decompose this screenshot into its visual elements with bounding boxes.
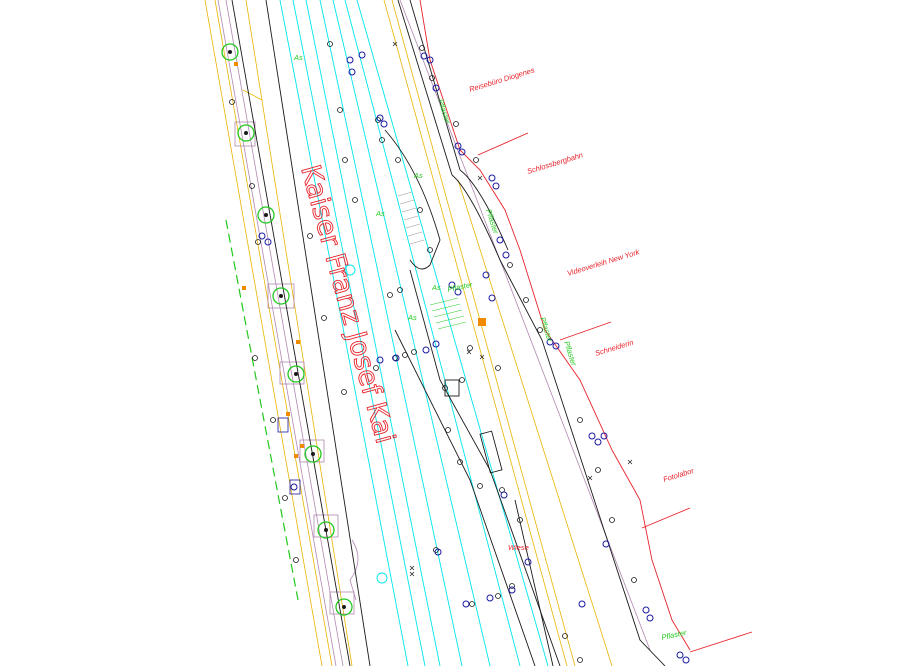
surface-label-pflaster: Pflaster (538, 316, 555, 343)
surface-label-as: As (431, 283, 441, 292)
cyan-curb-lines (279, 0, 549, 666)
surface-label-as: As (407, 313, 417, 322)
survey-point-icon (229, 41, 637, 663)
building-edge (419, 0, 753, 653)
manhole-icon (258, 51, 690, 664)
shop-label-reisebuero: Reisebüro Diogenes (468, 65, 536, 94)
tree-symbol-icon (221, 43, 353, 616)
mauve-lines (217, 0, 651, 666)
black-road-lines (231, 0, 666, 666)
yellow-edge-lines (204, 0, 613, 666)
shop-label-fotolabor: Fotolabor (662, 466, 695, 484)
surface-label-pflaster: Pflaster (562, 340, 579, 367)
surface-label-wiese: Wiese (508, 543, 529, 552)
surface-label-pflaster: Pflaster (436, 98, 453, 125)
blue-frames (277, 417, 301, 495)
shop-label-schlossbergbahn: Schlossbergbahn (526, 150, 584, 176)
shop-label-videoverleih: Videoverleih New York (566, 247, 642, 278)
surface-label-as: As (293, 53, 303, 62)
lamp-post-icon (392, 41, 633, 577)
small-symbols (234, 62, 486, 458)
surface-label-as: As (375, 209, 385, 218)
green-boundary (225, 219, 299, 601)
crosswalk-hatch (397, 191, 425, 245)
pflaster-hatch (429, 297, 467, 330)
shop-label-schneiderin: Schneiderin (594, 338, 635, 358)
surface-label-as: As (413, 171, 423, 180)
